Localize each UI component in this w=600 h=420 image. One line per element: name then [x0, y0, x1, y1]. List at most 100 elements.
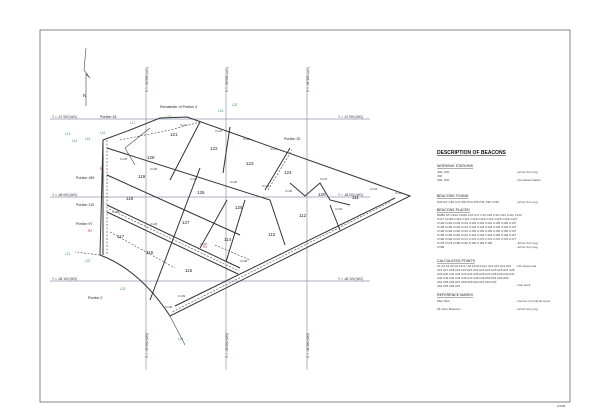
legend-line: C178 C179 C180 C181 C182 C183 C184 — [437, 241, 493, 245]
legend-line: P29 W7 C45 C47 A50 P14 A55 P3F P2F 2V4F — [437, 200, 499, 204]
grid-label: Y = -48 100 (WG) — [338, 277, 363, 281]
beacon-label: C123 — [243, 137, 251, 141]
beacon-label: C129 — [262, 184, 270, 188]
legend-line: C158 C159 C160 C161 C162 C163 C164 C165 … — [437, 233, 517, 237]
legend-note: ...12mm Iron peg — [515, 245, 538, 249]
label-portion-15: Portion 15 — [100, 115, 116, 119]
north-arrow-icon: N — [83, 47, 91, 106]
beacon-label-green: L18 — [166, 115, 172, 119]
beacon-label: C124 — [270, 147, 278, 151]
legend-line: C128 C129 C130 C131 C132 C133 C134 C135 … — [437, 221, 517, 225]
label-portion-97: Portion 97 — [76, 222, 92, 226]
legend-heading: WORKING STATIONS — [437, 164, 474, 168]
beacon-label: C122 — [215, 129, 223, 133]
beacon-label-green: L20 — [232, 103, 238, 107]
legend-heading: REFERENCE MARKS — [437, 293, 474, 297]
parcel-number: 115 — [185, 268, 193, 273]
beacon-label-green: L13 — [65, 132, 71, 136]
parcel-number: 124 — [284, 170, 292, 175]
beacon-label-green: L21 — [65, 252, 71, 256]
beacon-labels: C121 C122 C123 C124 C125 C126 C127 C128 … — [65, 103, 403, 341]
legend-heading: BEACONS PLACED — [437, 208, 470, 212]
legend-line: All other Beacons — [437, 307, 461, 311]
outer-boundary — [99, 116, 412, 317]
legend-line: A1 A2 A3 A4 A5 A6 A7 A8 A9 A10 A11 A12 A… — [437, 264, 512, 268]
label-portion-110: Portion 110 — [76, 203, 94, 207]
parcel-number: 120 — [318, 192, 326, 197]
parcel-number: 112 — [299, 213, 307, 218]
legend-heading: CALCULATED POINTS — [437, 259, 475, 263]
parcel-numbers: 111 112 113 114 115 116 117 118 119 120 … — [117, 132, 359, 273]
beacon-label: C128 — [230, 180, 238, 184]
legend-line: JWI — [437, 174, 442, 178]
grid-label: Y = -48 000 (WG) — [52, 193, 77, 197]
parcel-number: 114 — [224, 237, 232, 242]
road-centre — [171, 201, 391, 313]
beacon-label: C138 — [240, 259, 248, 263]
legend-line: A29 A30 A31 A32 A33 A34 A35 A36 A37 A38 … — [437, 272, 515, 276]
legend-note: ...12mm Iron peg — [515, 241, 538, 245]
legend-note: ...Centre of manhole cover — [515, 299, 550, 303]
legend-heading: BEACONS FOUND — [437, 194, 469, 198]
legend-note: ...Unmarked station — [515, 178, 541, 182]
legend-line: A16 A17 A18 A19 A20 A21 A22 A23 A24 A25 … — [437, 268, 515, 272]
grid-label: Y = -47 900 (WG) — [52, 115, 77, 119]
grid-label: X = -46 100 (WG) — [306, 333, 310, 358]
grid-label: Y = -48 100 (WG) — [52, 277, 77, 281]
parcel-number: 117 — [117, 234, 125, 239]
legend-note: ...12mm Iron peg — [515, 200, 538, 204]
parcel-number: 123 — [246, 161, 254, 166]
parcel-number: 127 — [182, 220, 190, 225]
parcel-number: 111 — [352, 195, 359, 200]
legend-line: A64 A65 A66 A67 — [437, 284, 461, 288]
parcel-number: 116 — [146, 250, 154, 255]
beacon-label-green: L17 — [130, 121, 136, 125]
legend-note: ...12mm Iron peg — [515, 307, 538, 311]
parcel-number: 128 — [147, 155, 155, 160]
legend-line: C138 C139 C140 C141 C142 C143 C144 C145 … — [437, 225, 517, 229]
grid-label: X = -45 900 (WG) — [145, 67, 149, 92]
beacon-label: C131 — [320, 177, 328, 181]
north-label: N — [83, 93, 86, 98]
label-portion-2: Portion 2 — [88, 296, 102, 300]
legend-line: NMB1 A5 C34A C1MA C16 C17 C16 C18 C19 C1… — [437, 213, 522, 217]
parcel-number: 122 — [210, 146, 218, 151]
neighbour-labels: Portion 15 Remainder of Portion 4 Portio… — [76, 105, 300, 300]
grid-label: X = -45 900 (WG) — [145, 333, 149, 358]
drawing-frame — [39, 29, 571, 403]
label-portion-189: Portion 189 — [76, 176, 94, 180]
legend-line: JWL JWL — [437, 170, 450, 174]
beacon-label-green: L24 — [178, 337, 184, 341]
beacon-label-green: L16 — [100, 131, 106, 135]
beacon-label: C125 — [120, 157, 128, 161]
legend-line: Marc Bud — [437, 299, 450, 303]
parcel-number: 113 — [268, 232, 276, 237]
beacon-label: C135 — [112, 210, 120, 214]
beacon-label-green: L23 — [120, 287, 126, 291]
legend-line: JWL JWL — [437, 178, 450, 182]
grid-label: X = -46 000 (WG) — [225, 333, 229, 358]
legend-line: C185 — [437, 245, 445, 249]
beacon-label: C133 — [370, 187, 378, 191]
beacon-label: C126 — [150, 167, 158, 171]
grid-label: Y = -47 900 (WG) — [338, 115, 363, 119]
parcel-number: 121 — [170, 132, 178, 137]
legend-title: DESCRIPTION OF BEACONS — [437, 150, 507, 156]
beacon-label: C140 — [165, 305, 173, 309]
label-portion-20: Portion 20 — [284, 137, 300, 141]
parcel-number: 126 — [197, 190, 205, 195]
parcel-boundaries — [74, 116, 412, 346]
beacon-label: C130 — [285, 189, 293, 193]
legend-line: C148 C149 C150 C151 C152 C153 C154 C155 … — [437, 229, 517, 233]
legend-line: A42 A43 A44 A45 A46 A47 A48 A49 A50 A51 … — [437, 276, 509, 280]
grid-label: X = -46 100 (WG) — [306, 67, 310, 92]
footer-reference: 2/2/08 — [557, 404, 566, 408]
legend-note: ...Not beaconed — [515, 264, 537, 268]
legend-line: C117 C118A C119 C121 C122 C123 C124 C125… — [437, 217, 518, 221]
beacon-label: C134 — [395, 191, 403, 195]
legend-line: A54 A55 A56 A57 A58 A59 A60 A61 A62 A63 — [437, 280, 497, 284]
beacon-label-green: L15 — [85, 137, 91, 141]
beacon-label-red: R3 — [203, 245, 207, 249]
beacon-label-green: L19 — [218, 109, 224, 113]
